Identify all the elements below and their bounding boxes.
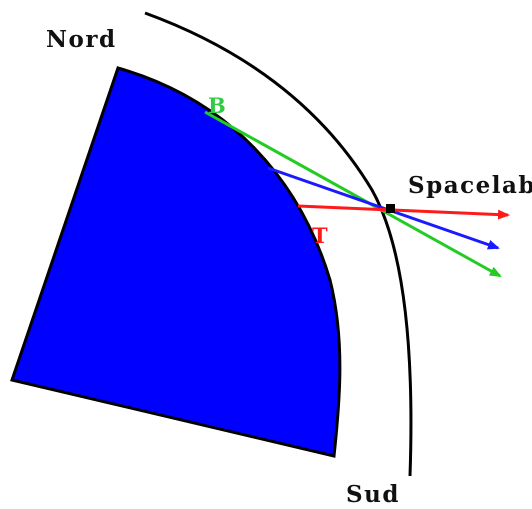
point-b-label: B xyxy=(208,93,226,118)
ray-blue xyxy=(267,166,500,250)
earth-sector xyxy=(10,66,342,458)
spacelab-marker xyxy=(386,204,395,213)
orbit-arc xyxy=(144,11,413,477)
ray-green-b xyxy=(204,110,502,278)
ray-red-t xyxy=(297,204,510,220)
spacelab-label: Spacelab xyxy=(408,172,532,199)
south-label: Sud xyxy=(346,481,400,508)
north-label: Nord xyxy=(46,26,117,53)
point-t-label: T xyxy=(312,223,328,248)
